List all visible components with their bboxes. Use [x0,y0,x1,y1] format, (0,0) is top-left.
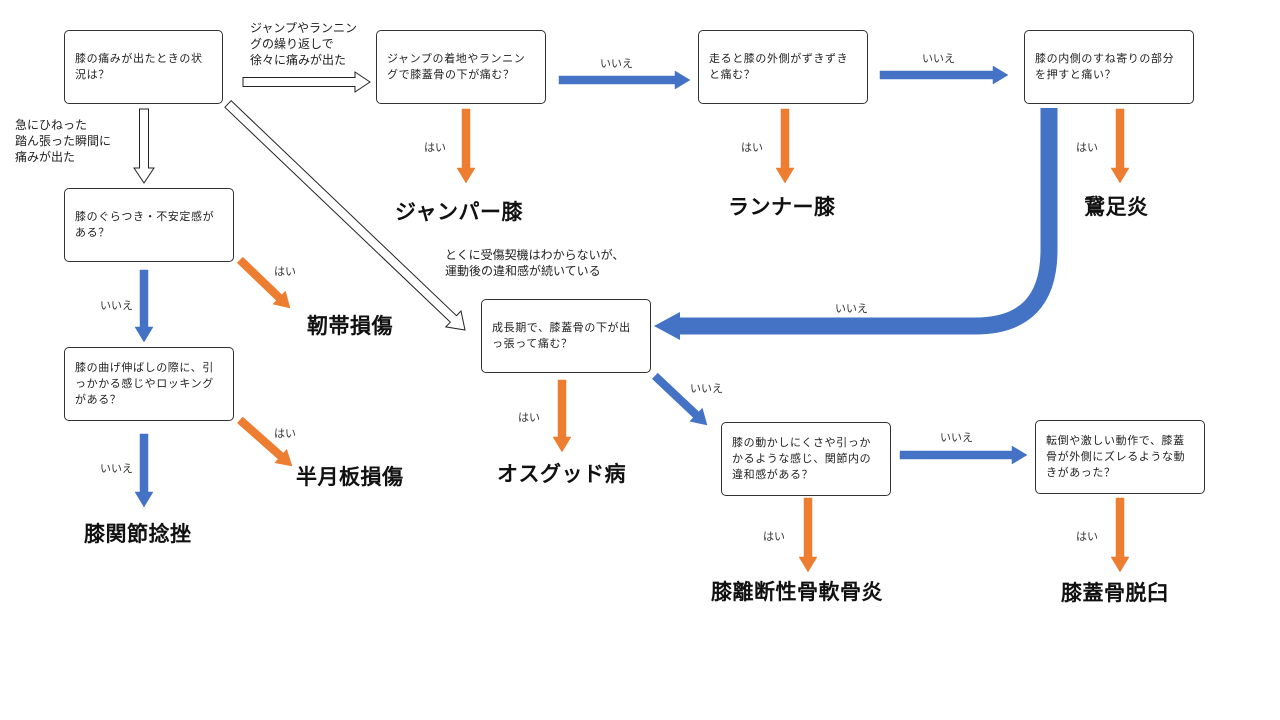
no-label: いいえ [100,299,133,312]
arrow-yes-ligament [236,256,291,309]
no-label: いいえ [600,57,633,70]
arrow-no-runner [558,70,691,90]
question-pes-anserine: 膝の内側のすね寄りの部分を押すと痛い？ [1024,30,1194,104]
arrow-jump-running [242,71,371,93]
result-meniscus: 半月板損傷 [296,465,404,489]
arrow-yes-pes [1110,108,1130,184]
question-patella-shift: 転倒や激しい動作で、膝蓋骨が外側にズレるような動きがあった？ [1035,420,1205,494]
result-runner-knee: ランナー膝 [728,195,836,219]
yes-label: はい [1076,530,1098,543]
question-situation-text: 膝の痛みが出たときの状況は？ [75,52,203,81]
result-dislocation: 膝蓋骨脱臼 [1061,581,1169,605]
no-label: いいえ [100,462,133,475]
no-label: いいえ [940,431,973,444]
arrow-yes-meniscus [236,416,293,467]
arrow-no-sprain [134,433,154,508]
yes-label: はい [1076,141,1098,154]
result-ocd: 膝離断性骨軟骨炎 [711,580,883,604]
no-label: いいえ [690,382,723,395]
arrow-no-osgood-head [654,312,680,340]
question-patella-shift-text: 転倒や激しい動作で、膝蓋骨が外側にズレるような動きがあった？ [1046,434,1186,479]
no-label: いいえ [835,302,868,315]
yes-label: はい [274,265,296,278]
arrow-yes-jumper [456,108,476,184]
result-osgood: オスグッド病 [497,462,626,486]
no-label: いいえ [922,52,955,65]
arrow-yes-ocd [798,497,818,573]
arrow-no-pes [879,65,1009,85]
result-jumper-knee: ジャンパー膝 [395,200,523,224]
yes-label: はい [424,141,446,154]
arrow-no-patella [899,445,1028,465]
result-sprain: 膝関節捻挫 [84,522,192,546]
question-situation: 膝の痛みが出たときの状況は？ [64,30,223,104]
question-joint-discomfort-text: 膝の動かしにくさや引っかかるような感じ、関節内の違和感がある？ [732,436,872,481]
arrow-yes-dislocation [1110,497,1130,573]
arrow-unknown [224,99,466,331]
yes-label: はい [763,530,785,543]
question-joint-discomfort: 膝の動かしにくさや引っかかるような感じ、関節内の違和感がある？ [721,422,891,496]
question-locking-text: 膝の曲げ伸ばしの際に、引っかかる感じやロッキングがある？ [75,361,214,406]
question-pes-anserine-text: 膝の内側のすね寄りの部分を押すと痛い？ [1035,52,1175,81]
question-locking: 膝の曲げ伸ばしの際に、引っかかる感じやロッキングがある？ [64,347,234,421]
arrow-sudden [133,108,155,184]
question-instability-text: 膝のぐらつき・不安定感がある？ [75,210,215,239]
yes-label: はい [518,411,540,424]
question-jumper-knee: ジャンプの着地やランニングで膝蓋骨の下が痛む？ [376,30,546,104]
question-instability: 膝のぐらつき・不安定感がある？ [64,188,234,262]
yes-label: はい [741,141,763,154]
question-jumper-knee-text: ジャンプの着地やランニングで膝蓋骨の下が痛む？ [387,52,526,81]
question-osgood: 成長期で、膝蓋骨の下が出っ張って痛む？ [481,299,651,373]
question-runner-knee-text: 走ると膝の外側がずきずきと痛む？ [709,52,849,81]
yes-label: はい [274,427,296,440]
arrow-no-locking [134,269,154,343]
note-unknown: とくに受傷契機はわからないが、 運動後の違和感が続いている [445,248,625,278]
result-pes-anserine: 鵞足炎 [1084,195,1149,219]
arrow-yes-osgood [552,379,572,453]
question-runner-knee: 走ると膝の外側がずきずきと痛む？ [698,30,868,104]
arrow-no-osgood [678,108,1058,335]
arrow-no-joint [651,372,708,426]
note-sudden: 急にひねった 踏ん張った瞬間に 痛みが出た [15,118,112,164]
question-osgood-text: 成長期で、膝蓋骨の下が出っ張って痛む？ [492,321,631,350]
arrow-yes-runner [775,108,795,184]
note-jump-running: ジャンプやランニン グの繰り返しで 徐々に痛みが出た [250,21,358,67]
result-ligament: 靭帯損傷 [307,314,393,338]
